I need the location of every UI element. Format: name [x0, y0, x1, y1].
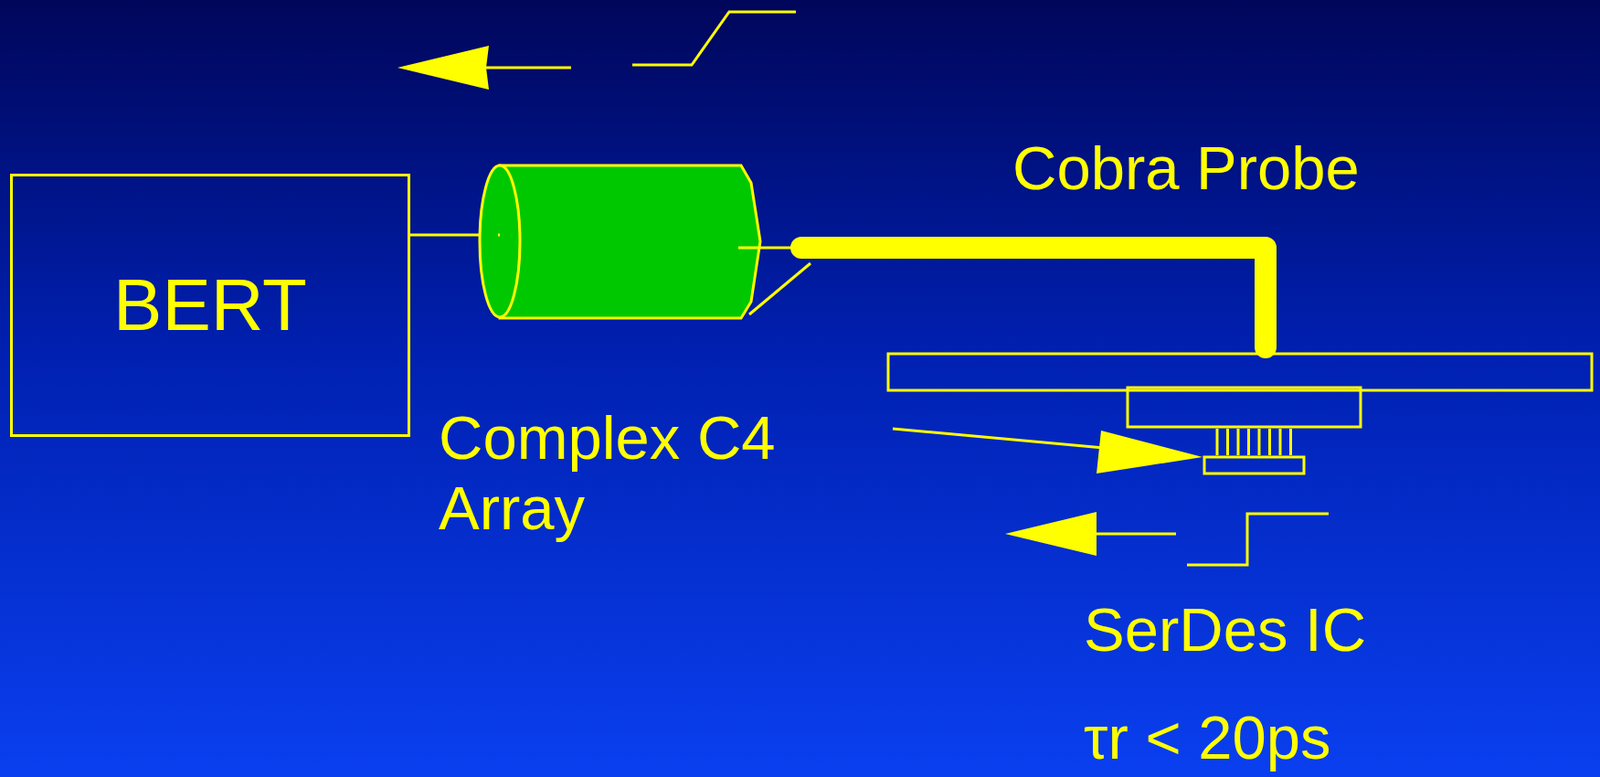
probe-ground	[749, 263, 811, 315]
cable-connector	[499, 165, 761, 318]
leader-head	[1096, 430, 1203, 474]
arrow-head	[1005, 511, 1097, 556]
direction-arrow	[484, 66, 572, 70]
rise-time-label: τr < 20ps	[1083, 701, 1331, 773]
instrument-box: BERT	[10, 173, 411, 437]
die	[1204, 456, 1304, 474]
cobra-probe	[801, 247, 1266, 348]
slow-step-waveform	[632, 11, 796, 65]
leader-line	[892, 428, 1124, 450]
c4-bumps	[1217, 428, 1292, 456]
connector-face	[479, 165, 520, 318]
probe-label: Cobra Probe	[1012, 132, 1360, 203]
arrow-head	[397, 45, 489, 90]
chip-label: SerDes IC	[1083, 593, 1367, 665]
direction-arrow	[1087, 532, 1177, 536]
fast-step-waveform	[1186, 513, 1329, 565]
box-label: BERT	[113, 263, 308, 348]
board	[888, 353, 1592, 391]
array-label: Complex C4 Array	[438, 402, 832, 543]
package	[1127, 387, 1361, 427]
